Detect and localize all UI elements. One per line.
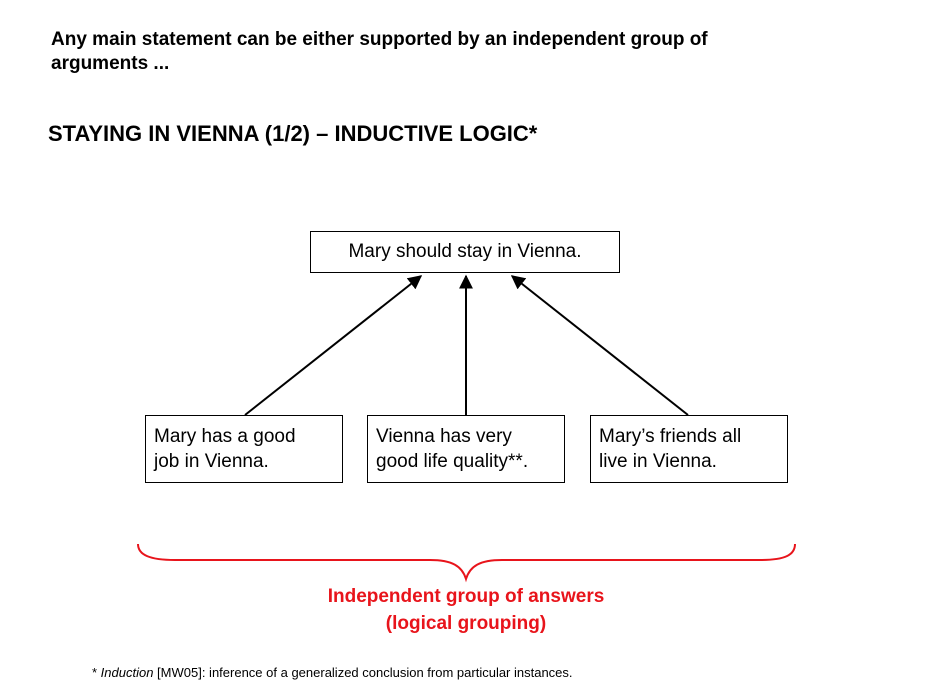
footnote-text: [MW05]: inference of a generalized concl… bbox=[153, 665, 573, 680]
argument-text-line: live in Vienna. bbox=[599, 451, 717, 472]
argument-text-line: Mary’s friends all bbox=[599, 426, 742, 447]
intro-line-2: arguments ... bbox=[51, 53, 170, 74]
argument-text-line: good life quality**. bbox=[376, 451, 529, 472]
arrow-right bbox=[510, 275, 689, 416]
group-label: Independent group of answers (logical gr… bbox=[266, 583, 666, 637]
main-statement-box: Mary should stay in Vienna. bbox=[310, 231, 620, 273]
argument-text-line: Mary has a good bbox=[154, 426, 296, 447]
intro-line-1: Any main statement can be either support… bbox=[51, 29, 708, 50]
arrow-left bbox=[244, 275, 423, 416]
main-statement-text: Mary should stay in Vienna. bbox=[348, 241, 582, 262]
argument-box-life-quality: Vienna has very good life quality**. bbox=[367, 415, 565, 483]
footnote-marker: * bbox=[92, 665, 101, 680]
argument-text-line: Vienna has very bbox=[376, 426, 512, 447]
footnote: * Induction [MW05]: inference of a gener… bbox=[92, 665, 573, 681]
argument-box-friends: Mary’s friends all live in Vienna. bbox=[590, 415, 788, 483]
argument-text-line: job in Vienna. bbox=[154, 451, 269, 472]
intro-text: Any main statement can be either support… bbox=[51, 28, 851, 76]
group-label-line-2: (logical grouping) bbox=[385, 613, 547, 634]
slide-title: STAYING IN VIENNA (1/2) – INDUCTIVE LOGI… bbox=[48, 121, 538, 146]
group-label-line-1: Independent group of answers bbox=[327, 586, 605, 607]
footnote-term: Induction bbox=[100, 665, 154, 680]
argument-box-good-job: Mary has a good job in Vienna. bbox=[145, 415, 343, 483]
grouping-brace bbox=[137, 543, 796, 583]
